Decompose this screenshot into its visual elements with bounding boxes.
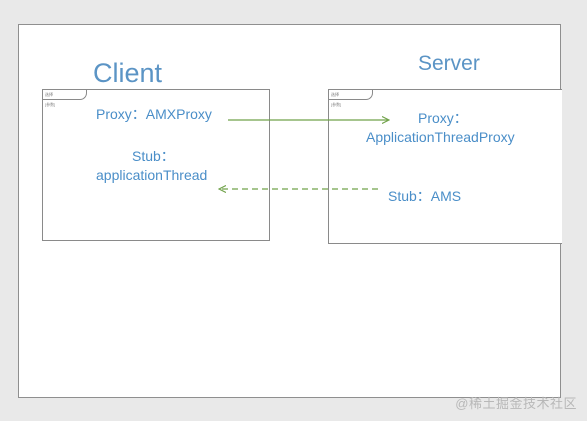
server-title: Server — [418, 52, 480, 75]
watermark: @稀土掘金技术社区 — [455, 396, 577, 411]
server-frame: 选择 [参数] — [328, 89, 562, 244]
server-proxy-label-line1: Proxy： — [418, 110, 468, 126]
client-frame: 选择 [参数] — [42, 89, 270, 241]
server-proxy-label-line2: ApplicationThreadProxy — [366, 129, 515, 145]
client-frame-subtitle: [参数] — [45, 102, 56, 107]
client-stub-label-line1: Stub： — [132, 148, 175, 164]
client-stub-label-line2: applicationThread — [96, 167, 208, 183]
server-stub-label: Stub：AMS — [388, 188, 462, 204]
client-title: Client — [93, 58, 163, 88]
server-frame-subtitle: [参数] — [331, 102, 342, 107]
client-proxy-label: Proxy：AMXProxy — [96, 106, 212, 122]
client-frame-tab: 选择 — [43, 90, 87, 100]
server-frame-tab: 选择 — [329, 90, 373, 100]
